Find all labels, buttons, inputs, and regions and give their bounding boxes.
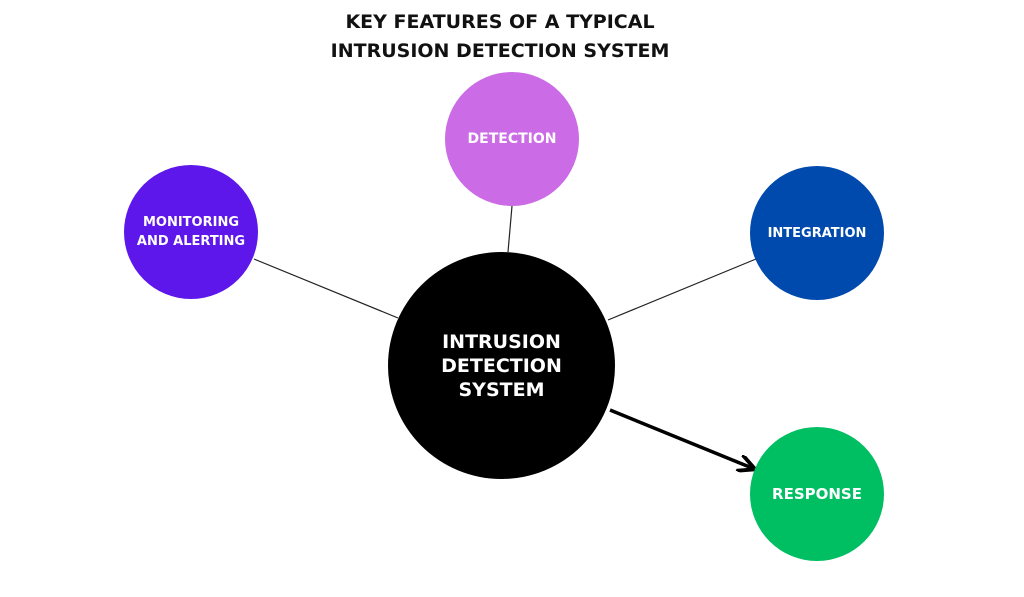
connector-monitoring: [253, 258, 399, 319]
node-center-label: INTRUSION DETECTION SYSTEM: [441, 330, 562, 401]
node-monitoring-and-alerting: MONITORING AND ALERTING: [124, 165, 258, 299]
diagram-title-line-2: INTRUSION DETECTION SYSTEM: [330, 40, 670, 62]
node-detection: DETECTION: [445, 72, 579, 206]
node-intrusion-detection-system: INTRUSION DETECTION SYSTEM: [388, 252, 615, 479]
node-response: RESPONSE: [750, 427, 884, 561]
node-integration-label: INTEGRATION: [767, 225, 867, 241]
diagram-title-line-1: KEY FEATURES OF A TYPICAL: [345, 11, 655, 33]
connector-integration: [607, 258, 757, 321]
node-monitoring-label: MONITORING AND ALERTING: [136, 215, 246, 249]
diagram-title: KEY FEATURES OF A TYPICAL INTRUSION DETE…: [0, 8, 1000, 66]
node-integration: INTEGRATION: [750, 166, 884, 300]
node-response-label: RESPONSE: [772, 485, 862, 503]
connector-detection: [507, 205, 513, 253]
arrow-to-response: [609, 408, 752, 468]
node-detection-label: DETECTION: [467, 130, 557, 147]
